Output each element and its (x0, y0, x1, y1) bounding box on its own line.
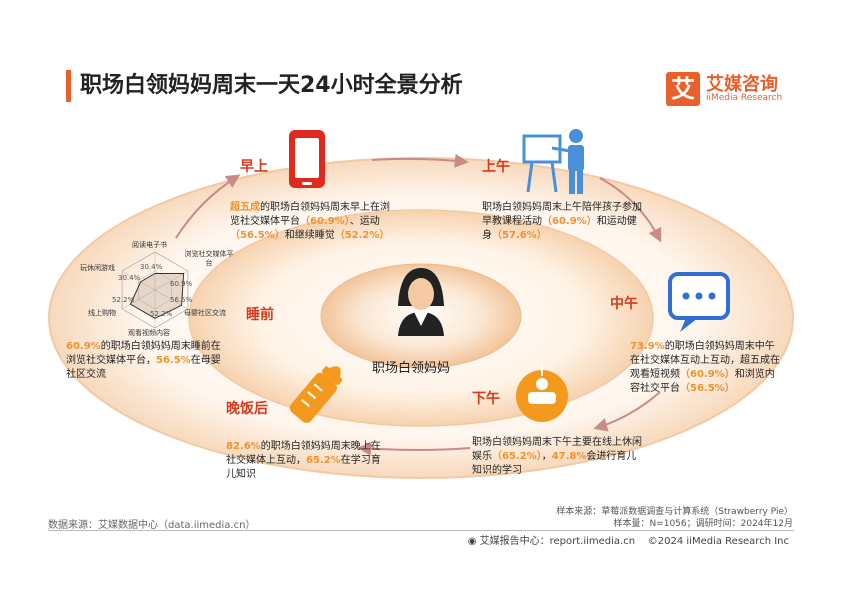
arrow-forenoon-noon (599, 177, 662, 243)
bedtime-description: 60.9%的职场白领妈妈周末睡前在浏览社交媒体平台，56.5%在母婴社区交流 (66, 341, 221, 380)
afternoon-description: 职场白领妈妈周末下午主要在线上休闲娱乐（65.2%），47.8%会进行育儿知识的… (472, 437, 642, 476)
logo-name-en: iiMedia Research (706, 93, 783, 103)
radar-axis-video: 观看视频内容 (128, 329, 170, 337)
radar-axis-mom-community: 母婴社区交流 (184, 309, 226, 317)
center-label: 职场白领妈妈 (372, 361, 451, 376)
sample-info: 样本来源：草莓派数据调查与计算系统（Strawberry Pie） 样本量：N=… (556, 506, 793, 530)
forenoon-description: 职场白领妈妈周末上午陪伴孩子参加早教课程活动（60.9%）和运动健身（57.6%… (482, 202, 642, 241)
chat-bubble-icon (668, 272, 730, 332)
footer-report-line: ◉ 艾媒报告中心：report.iimedia.cn ©2024 iiMedia… (468, 532, 789, 547)
radar-value-video: 52.2% (150, 310, 173, 318)
teacher-board-icon (522, 129, 584, 194)
title-accent-bar (66, 70, 71, 102)
period-label-forenoon: 上午 (482, 159, 510, 175)
arrow-bedtime-morning (175, 174, 241, 239)
radar-axis-social-browse: 浏览社交媒体平台 (184, 250, 234, 267)
period-label-morning: 早上 (240, 159, 268, 175)
bedtime-activity-radar (121, 251, 189, 329)
period-label-bedtime: 睡前 (246, 307, 274, 323)
footer-divider (48, 530, 794, 531)
radar-axis-line (121, 289, 156, 310)
report-center-link[interactable]: 艾媒报告中心：report.iimedia.cn (479, 536, 636, 547)
logo-name-cn: 艾媒咨询 (706, 74, 778, 95)
radar-axis-line (121, 270, 156, 291)
noon-description: 73.9%的职场白领妈妈周末中午在社交媒体互动上互动，超五成在观看短视频（60.… (630, 341, 780, 394)
period-label-evening: 晚饭后 (226, 401, 268, 417)
radar-axis-line (154, 270, 189, 291)
radar-series (129, 272, 185, 319)
iimedia-logo: 艾 艾媒咨询 iiMedia Research (666, 72, 794, 108)
radar-value-shopping: 52.2% (112, 296, 135, 304)
phone-icon (289, 130, 325, 188)
morning-description: 超五成的职场白领妈妈周末早上在浏览社交媒体平台（60.9%）、运动（56.5%）… (230, 202, 390, 241)
copyright: ©2024 iiMedia Research Inc (647, 536, 789, 547)
period-label-noon: 中午 (610, 296, 638, 312)
radar-axis-games: 玩休闲游戏 (80, 264, 115, 272)
data-source: 数据来源：艾媒数据中心（data.iimedia.cn） (48, 520, 256, 531)
evening-description: 82.6%的职场白领妈妈周末晚上在社交媒体上互动，65.2%在学习育儿知识 (226, 441, 381, 480)
working-mom-avatar-icon (398, 268, 444, 336)
logo-mark: 艾 (666, 72, 700, 106)
arrow-morning-forenoon (371, 153, 469, 168)
sample-size: 样本量：N=1056；调研时间：2024年12月 (613, 519, 793, 529)
arrow-noon-afternoon (593, 391, 661, 432)
radar-axis-ebook: 阅读电子书 (132, 241, 167, 249)
sample-source: 样本来源：草莓派数据调查与计算系统（Strawberry Pie） (556, 507, 793, 517)
radar-axis-line (154, 289, 189, 310)
radar-value-mom-community: 56.5% (170, 296, 193, 304)
radar-value-ebook: 30.4% (140, 263, 163, 271)
radar-axis-shopping: 线上购物 (88, 309, 116, 317)
period-label-afternoon: 下午 (472, 391, 500, 407)
bumper-car-icon (516, 362, 568, 422)
globe-icon: ◉ (467, 536, 480, 547)
radar-value-social-browse: 60.9% (170, 280, 193, 288)
baby-bottle-icon (289, 366, 343, 423)
radar-value-games: 30.4% (118, 274, 141, 282)
arrow-afternoon-evening (357, 441, 471, 456)
page-title: 职场白领妈妈周末一天24小时全景分析 (80, 73, 463, 98)
